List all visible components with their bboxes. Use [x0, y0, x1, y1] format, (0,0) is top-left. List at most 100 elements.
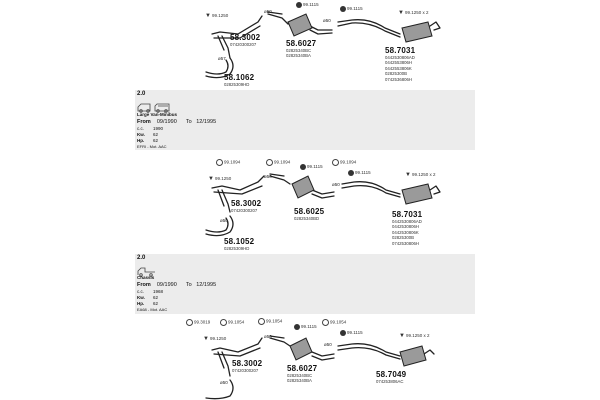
kw-row: Kw.62 — [137, 295, 159, 300]
part-rear-silencer-2[interactable]: 58.7031 0442530806AD 0442530806H 0442530… — [392, 210, 422, 246]
rear-hanger-label-2: ▼99.1250 x 2 — [405, 172, 436, 178]
tailpipe-3 — [423, 349, 435, 355]
clamp-ring-icon — [216, 159, 223, 166]
cc-row: c.c.1990 — [137, 126, 164, 131]
section-2-pipes — [205, 173, 441, 237]
oe-number: 0442530806K — [392, 229, 419, 235]
part-number: 58.6027 — [287, 364, 318, 373]
cc-row: c.c.1968 — [137, 289, 164, 294]
silencer-out-pipe-3 — [311, 351, 335, 361]
front-pipe-bend-1 — [205, 57, 234, 79]
vehicle-info-band-1 — [135, 90, 475, 150]
rear-hanger-label-1: ▼99.1250 x 2 — [398, 10, 429, 16]
clamp-icon — [340, 330, 346, 336]
clamp-ring-icon — [266, 159, 273, 166]
front-pipe-bend-2 — [205, 215, 234, 237]
part-number: 58.7031 — [392, 210, 423, 219]
front-pipe-1 — [217, 35, 231, 59]
fitting-label: 99.1054 — [322, 319, 346, 326]
body-type: Large Van-Minibus — [137, 112, 178, 117]
hanger-label-2: ▼99.1250 — [208, 176, 232, 182]
part-number: 58.7031 — [385, 46, 416, 55]
oe-number: 07420300207 — [230, 42, 257, 47]
hanger-icon: ▼ — [398, 10, 404, 16]
van-minibus-icon — [137, 103, 170, 113]
clamp-icon — [348, 170, 354, 176]
part-middle-pipe-2[interactable]: 58.3002 07420300207 — [231, 199, 261, 213]
oe-number: 07420300207 — [232, 368, 259, 373]
from-date: 09/1990 — [156, 119, 177, 125]
date-range: From 09/1990 To 12/1995 — [137, 282, 216, 288]
rear-hanger-label-3: ▼99.1250 x 2 — [399, 333, 430, 339]
silencer-out-pipe-1 — [309, 25, 333, 35]
diameter-label: ø50 — [220, 380, 228, 385]
fitting-label: 99.1094 — [332, 159, 356, 166]
diameter-label: ø57 — [218, 56, 226, 61]
part-rear-silencer-3[interactable]: 58.7049 074253806AC — [376, 370, 406, 384]
date-range: From 09/1990 To 12/1995 — [137, 119, 216, 125]
oe-number: 02825309HD — [224, 246, 250, 251]
from-label: From — [137, 119, 151, 125]
part-middle-silencer-2[interactable]: 58.6025 02825340BD — [294, 207, 324, 221]
part-rear-silencer-1[interactable]: 58.7031 0442530806AD 0442553806H 0442553… — [385, 46, 415, 82]
rear-silencer-3 — [399, 345, 427, 367]
oe-number: 0442530806H — [392, 224, 420, 230]
silencer-in-pipe-2 — [269, 173, 291, 185]
engine-size: 2.0 — [137, 91, 146, 97]
fitting-label: 99.1115 — [348, 170, 371, 176]
clamp-label-1b: 99.1115 — [340, 6, 363, 12]
fitting-label: 99.1094 — [216, 159, 240, 166]
hp-row: Hp.62 — [137, 301, 159, 306]
middle-silencer-1 — [287, 13, 313, 37]
diameter-label: ø50 — [332, 182, 340, 187]
hanger-icon: ▼ — [208, 176, 214, 182]
to-date: 12/1995 — [196, 119, 217, 125]
part-front-pipe-1[interactable]: 58.1062 02825309HD — [224, 73, 254, 87]
engine-code: EFRI - Mot. AAC — [137, 144, 167, 149]
oe-number: 0442530806AD — [385, 55, 415, 60]
kw-row: Kw.62 — [137, 132, 159, 137]
clamp-label-1a: 99.1115 — [296, 2, 319, 8]
diameter-label: ø50 — [323, 18, 331, 23]
part-middle-silencer-3[interactable]: 58.6027 02825340BC 02825340BA — [287, 364, 317, 384]
front-pipe-bend-3 — [205, 379, 234, 400]
oe-number: 0442553806K — [385, 65, 412, 71]
oe-number: 0442530806AD — [392, 219, 422, 224]
fitting-label: 99.1115 — [340, 330, 363, 336]
oe-number: 0742536806H — [385, 76, 413, 82]
oe-number: 02825340BA — [286, 53, 311, 59]
part-middle-pipe-1[interactable]: 58.3002 07420300207 — [230, 33, 260, 47]
oe-number: 02825340BC — [287, 373, 313, 378]
vehicle-info-2: 2.0 Chassis From 09/1990 To 12/1995 c.c.… — [137, 255, 216, 312]
hanger-icon: ▼ — [399, 333, 405, 339]
hanger-icon: ▼ — [405, 172, 411, 178]
fitting-label: 99.1115 — [294, 324, 317, 330]
part-middle-pipe-3[interactable]: 58.3002 07420300207 — [232, 359, 262, 373]
clamp-icon — [300, 164, 306, 170]
fitting-label: 99.1054 — [220, 319, 244, 326]
clamp-ring-icon — [220, 319, 227, 326]
oe-number: 02825340BA — [287, 378, 312, 384]
part-number: 58.7049 — [376, 370, 407, 379]
rear-silencer-1 — [401, 21, 433, 43]
part-number: 58.3002 — [231, 199, 262, 208]
rear-silencer-2 — [401, 183, 433, 205]
rear-pipe-2 — [341, 181, 401, 198]
clamp-ring-icon — [186, 319, 193, 326]
fitting-label: 99.3019 — [186, 319, 210, 326]
fitting-label: 99.1094 — [266, 159, 290, 166]
clamp-ring-icon — [322, 319, 329, 326]
diameter-label: ø50 — [264, 9, 272, 14]
clamp-icon — [294, 324, 300, 330]
part-front-pipe-2[interactable]: 58.1052 02825309HD — [224, 237, 254, 251]
hp-row: Hp.62 — [137, 138, 159, 143]
chassis-icon-wrap — [137, 264, 216, 277]
hanger-label-1: ▼99.1250 — [205, 13, 229, 19]
to-label: To — [185, 119, 192, 125]
part-number: 58.3002 — [232, 359, 263, 368]
diameter-label: ø50 — [324, 342, 332, 347]
part-number: 58.1052 — [224, 237, 255, 246]
fitting-label: 99.1054 — [258, 318, 282, 325]
part-middle-silencer-1[interactable]: 58.6027 02825340BC 02825340BA — [286, 39, 316, 59]
